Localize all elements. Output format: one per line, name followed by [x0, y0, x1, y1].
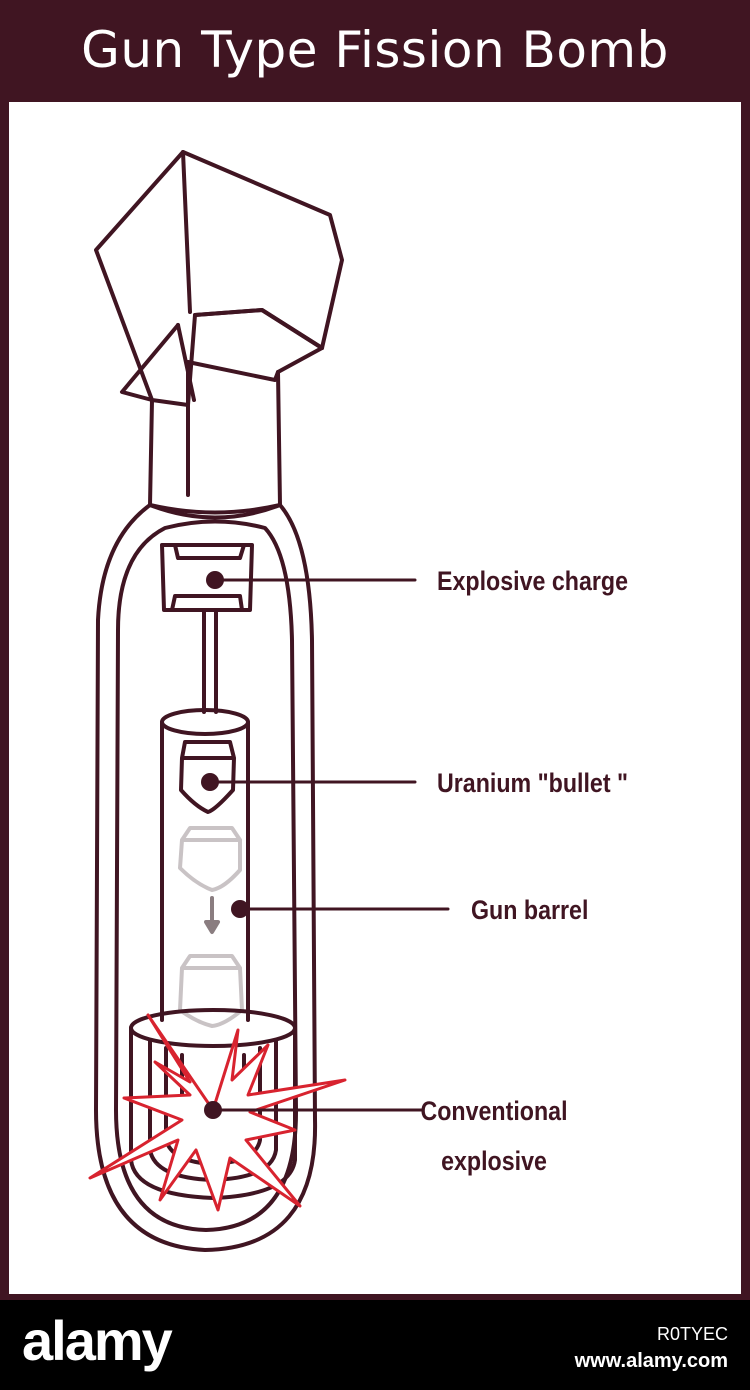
- gun-barrel: [160, 708, 250, 1022]
- outer-casing: [94, 503, 318, 1252]
- ghost-bullets: [178, 826, 244, 1028]
- explosive-charge-block: [160, 543, 254, 714]
- title-bar: Gun Type Fission Bomb: [0, 0, 750, 100]
- diagram-panel: Explosive charge Uranium "bullet " Gun b…: [9, 102, 741, 1294]
- bomb-diagram: [88, 150, 450, 1252]
- label-explosive-charge: Explosive charge: [437, 566, 629, 596]
- watermark-footer: alamy R0TYEC www.alamy.com: [0, 1300, 750, 1390]
- label-uranium-bullet: Uranium "bullet ": [437, 768, 629, 798]
- inner-wall: [114, 519, 298, 1232]
- label-gun-barrel: Gun barrel: [471, 895, 589, 925]
- label-conventional-line2: explosive: [441, 1146, 547, 1176]
- label-conventional-explosive: Conventional explosive: [408, 1086, 580, 1186]
- site-url: www.alamy.com: [574, 1350, 728, 1372]
- uranium-bullet-shape: [179, 740, 236, 814]
- page-title: Gun Type Fission Bomb: [81, 21, 669, 79]
- leader-lines: [208, 578, 450, 1112]
- brand-logo: alamy: [22, 1309, 173, 1372]
- label-conventional-line1: Conventional: [420, 1096, 568, 1126]
- neck-ring: [148, 503, 282, 520]
- image-id: R0TYEC: [656, 1324, 728, 1344]
- tail-neck: [148, 360, 282, 515]
- tail-fins: [94, 150, 344, 407]
